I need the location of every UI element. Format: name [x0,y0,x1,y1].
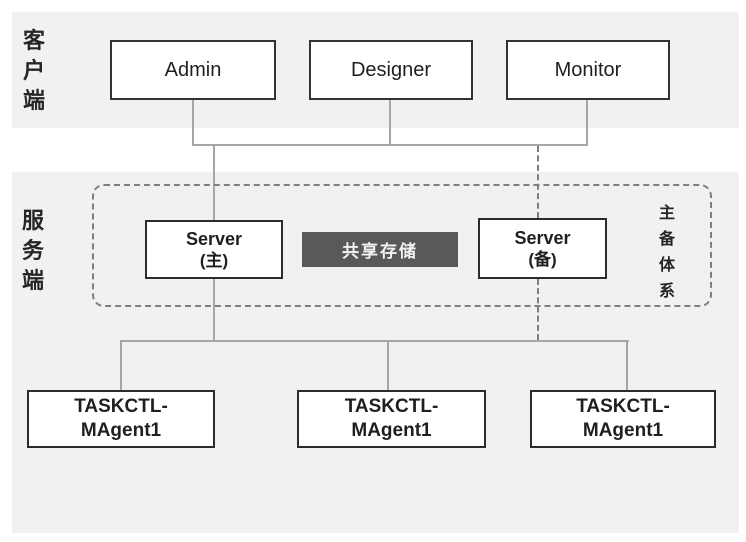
connector-agent3-drop [626,341,628,390]
client-tier-label: 客户端 [22,28,45,113]
connector-agent1-drop [120,341,122,390]
connector-backup-server-outlet-dashed [537,279,539,340]
agent2-label-line1: TASKCTL- [344,396,439,417]
shared-storage-label: 共享存储 [342,242,418,261]
client-node-monitor-label: Monitor [554,58,622,81]
connector-admin-drop [192,100,194,145]
agent-node-3: TASKCTL- MAgent1 [530,390,716,448]
client-node-monitor: Monitor [506,40,670,100]
connector-primary-server-outlet [213,279,215,341]
primary-server-label-line2: (主) [199,250,229,270]
backup-server-label-line2: (备) [528,249,557,269]
client-node-designer: Designer [309,40,473,100]
ha-group-outline [92,184,712,307]
client-node-designer-label: Designer [350,58,432,81]
connector-agent-bus [120,340,629,342]
agent3-label-line2: MAgent1 [582,420,664,441]
connector-designer-drop [389,100,391,145]
agent3-label-line1: TASKCTL- [576,396,670,417]
agent-node-1: TASKCTL- MAgent1 [27,390,215,448]
backup-server-label-line1: Server [514,227,571,248]
connector-agent2-drop [387,341,389,390]
server-tier-label: 服务端 [21,208,44,293]
primary-server-label-line1: Server [185,228,243,249]
client-node-admin-label: Admin [164,58,222,81]
primary-server-node: Server (主) [145,220,283,279]
client-node-admin: Admin [110,40,276,100]
backup-server-node: Server (备) [478,218,607,279]
agent2-label-line2: MAgent1 [351,420,432,441]
agent-node-2: TASKCTL- MAgent1 [297,390,486,448]
connector-backup-server-inlet-dashed [537,146,539,218]
agent1-label-line1: TASKCTL- [74,396,168,417]
shared-storage-node: 共享存储 [302,232,458,267]
connector-monitor-drop [586,100,588,145]
agent1-label-line2: MAgent1 [80,420,162,441]
ha-group-label: 主备体系 [658,205,675,300]
connector-client-bus [192,144,588,146]
connector-primary-server-inlet [213,145,215,220]
